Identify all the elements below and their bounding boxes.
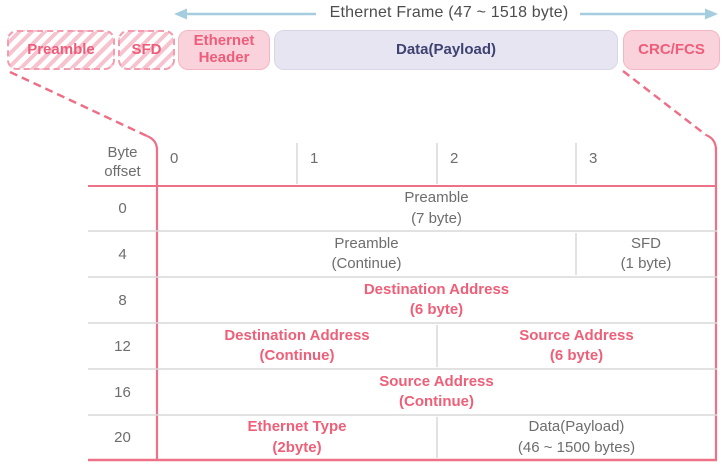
- zoom-guide-right: [622, 70, 718, 151]
- arrow-left-icon: [174, 8, 316, 20]
- table-cell-text: Source Address: [519, 326, 634, 344]
- table-cell-preamble: Preamble (7 byte): [157, 187, 716, 230]
- table-cell-text: (Continue): [259, 347, 335, 364]
- table-cell-ethernet-type: Ethernet Type (2byte): [157, 416, 437, 459]
- table-cell-source-address: Source Address (Continue): [157, 370, 716, 414]
- frame-segment-sfd: SFD: [118, 30, 175, 70]
- frame-segment-data-payload-: Data(Payload): [274, 30, 618, 70]
- frame-segment-crc-fcs: CRC/FCS: [623, 30, 720, 70]
- column-header-2: 2: [450, 150, 459, 167]
- frame-segment-label: CRC/FCS: [638, 40, 705, 58]
- table-cell-source-address: Source Address (6 byte): [437, 324, 716, 368]
- frame-segment-label: Data(Payload): [395, 40, 497, 58]
- table-cell-data-payload-: Data(Payload) (46 ~ 1500 bytes): [437, 416, 716, 459]
- arrow-right-icon: [580, 8, 718, 20]
- table-cell-text: (7 byte): [411, 209, 462, 227]
- frame-segment-label: Preamble: [27, 40, 95, 58]
- table-cell-text: (Continue): [399, 393, 474, 410]
- byte-offset-20: 20: [114, 429, 131, 446]
- table-cell-text: Data(Payload): [528, 418, 625, 436]
- byte-offset-corner-label: Byte offset: [104, 144, 141, 180]
- table-cell-sfd: SFD (1 byte): [576, 232, 716, 276]
- byte-offset-0: 0: [118, 200, 127, 217]
- frame-segment-ethernet-header: Ethernet Header: [178, 30, 270, 70]
- table-cell-text: (6 byte): [409, 301, 464, 318]
- table-cell-text: Preamble: [404, 189, 469, 207]
- table-cell-text: Destination Address: [224, 326, 370, 344]
- byte-offset-4: 4: [118, 245, 127, 263]
- zoom-guide-left: [9, 70, 159, 151]
- frame-segment-label: SFD: [131, 40, 162, 58]
- byte-offset-8: 8: [118, 291, 127, 309]
- frame-size-label: Ethernet Frame (47 ~ 1518 byte): [329, 4, 569, 21]
- table-cell-text: (2byte): [272, 438, 322, 456]
- table-cell-destination-address: Destination Address (Continue): [157, 324, 437, 368]
- table-cell-text: (Continue): [331, 255, 402, 272]
- table-cell-text: (6 byte): [549, 347, 604, 364]
- column-header-3: 3: [589, 150, 598, 167]
- table-cell-text: Source Address: [379, 372, 494, 390]
- frame-segment-preamble: Preamble: [7, 30, 115, 70]
- column-header-1: 1: [310, 150, 319, 167]
- byte-offset-12: 12: [114, 337, 131, 355]
- table-cell-text: Destination Address: [363, 280, 510, 298]
- table-cell-text: (46 ~ 1500 bytes): [517, 438, 636, 456]
- table-cell-text: (1 byte): [620, 255, 672, 272]
- byte-offset-16: 16: [114, 383, 131, 401]
- column-header-0: 0: [170, 150, 179, 167]
- table-cell-text: SFD: [631, 234, 661, 252]
- table-cell-destination-address: Destination Address (6 byte): [157, 278, 716, 322]
- frame-segment-label: Ethernet Header: [193, 32, 255, 66]
- table-cell-preamble: Preamble (Continue): [157, 232, 576, 276]
- table-cell-text: Ethernet Type: [247, 418, 347, 436]
- table-cell-text: Preamble: [334, 234, 399, 252]
